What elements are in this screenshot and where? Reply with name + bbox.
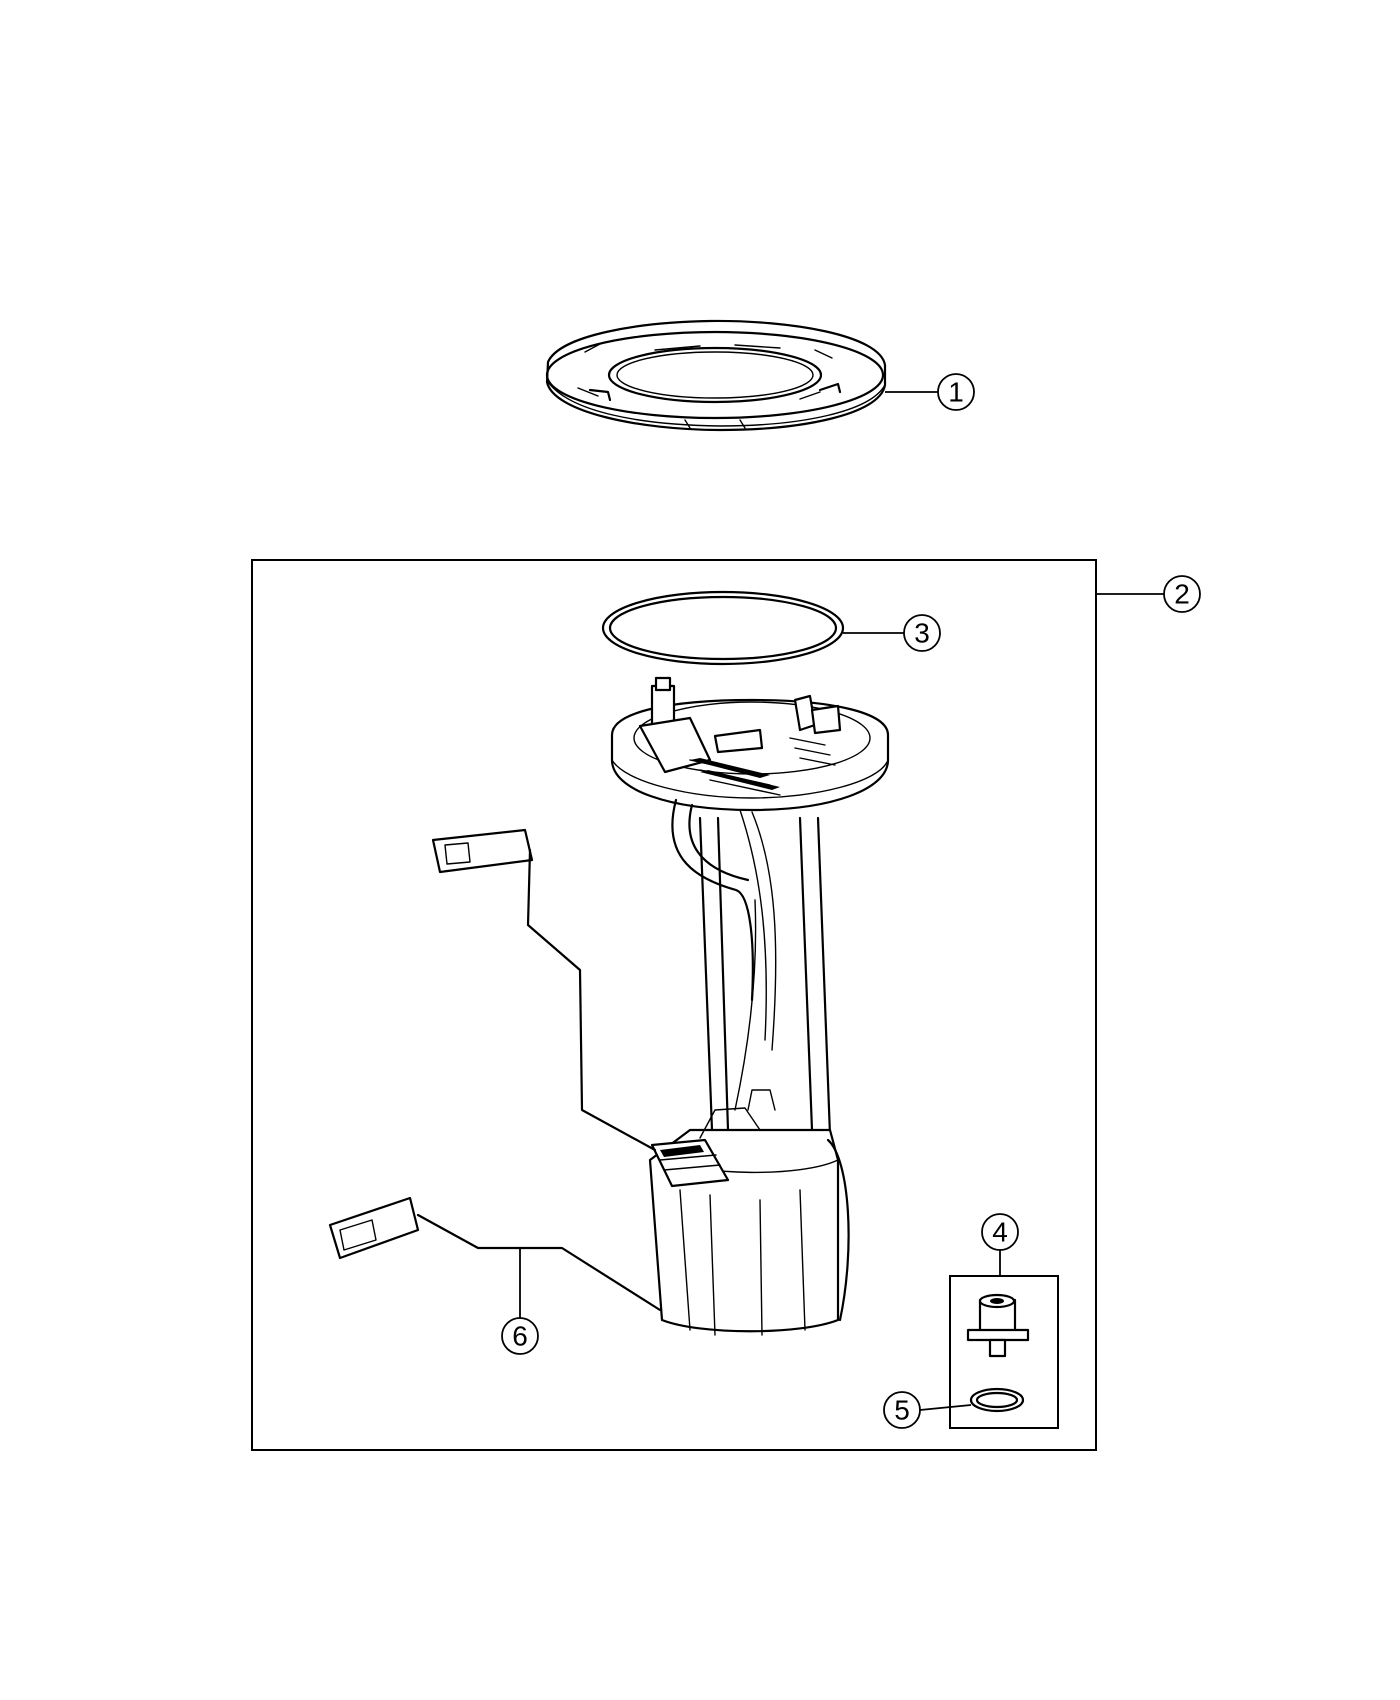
callout-3: 3	[903, 614, 941, 652]
callout-1: 1	[937, 373, 975, 411]
callout-2: 2	[1163, 575, 1201, 613]
wiring-harness-part	[328, 828, 662, 1318]
lock-ring-part	[545, 319, 887, 432]
callout-label: 4	[992, 1217, 1008, 1248]
callout-label: 3	[914, 618, 930, 649]
regulator-inset-box	[949, 1275, 1059, 1429]
seal-ring-part	[601, 590, 845, 666]
fuel-pump-module	[610, 676, 890, 1336]
callout-6: 6	[501, 1317, 539, 1355]
callout-label: 2	[1174, 579, 1190, 610]
module-kit-box	[251, 559, 1097, 1451]
callout-4: 4	[981, 1213, 1019, 1251]
pressure-regulator-part	[966, 1293, 1030, 1358]
callout-label: 6	[512, 1321, 528, 1352]
callout-label: 1	[948, 377, 964, 408]
regulator-o-ring-part	[969, 1387, 1025, 1413]
callout-5: 5	[883, 1391, 921, 1429]
callout-label: 5	[894, 1395, 910, 1426]
